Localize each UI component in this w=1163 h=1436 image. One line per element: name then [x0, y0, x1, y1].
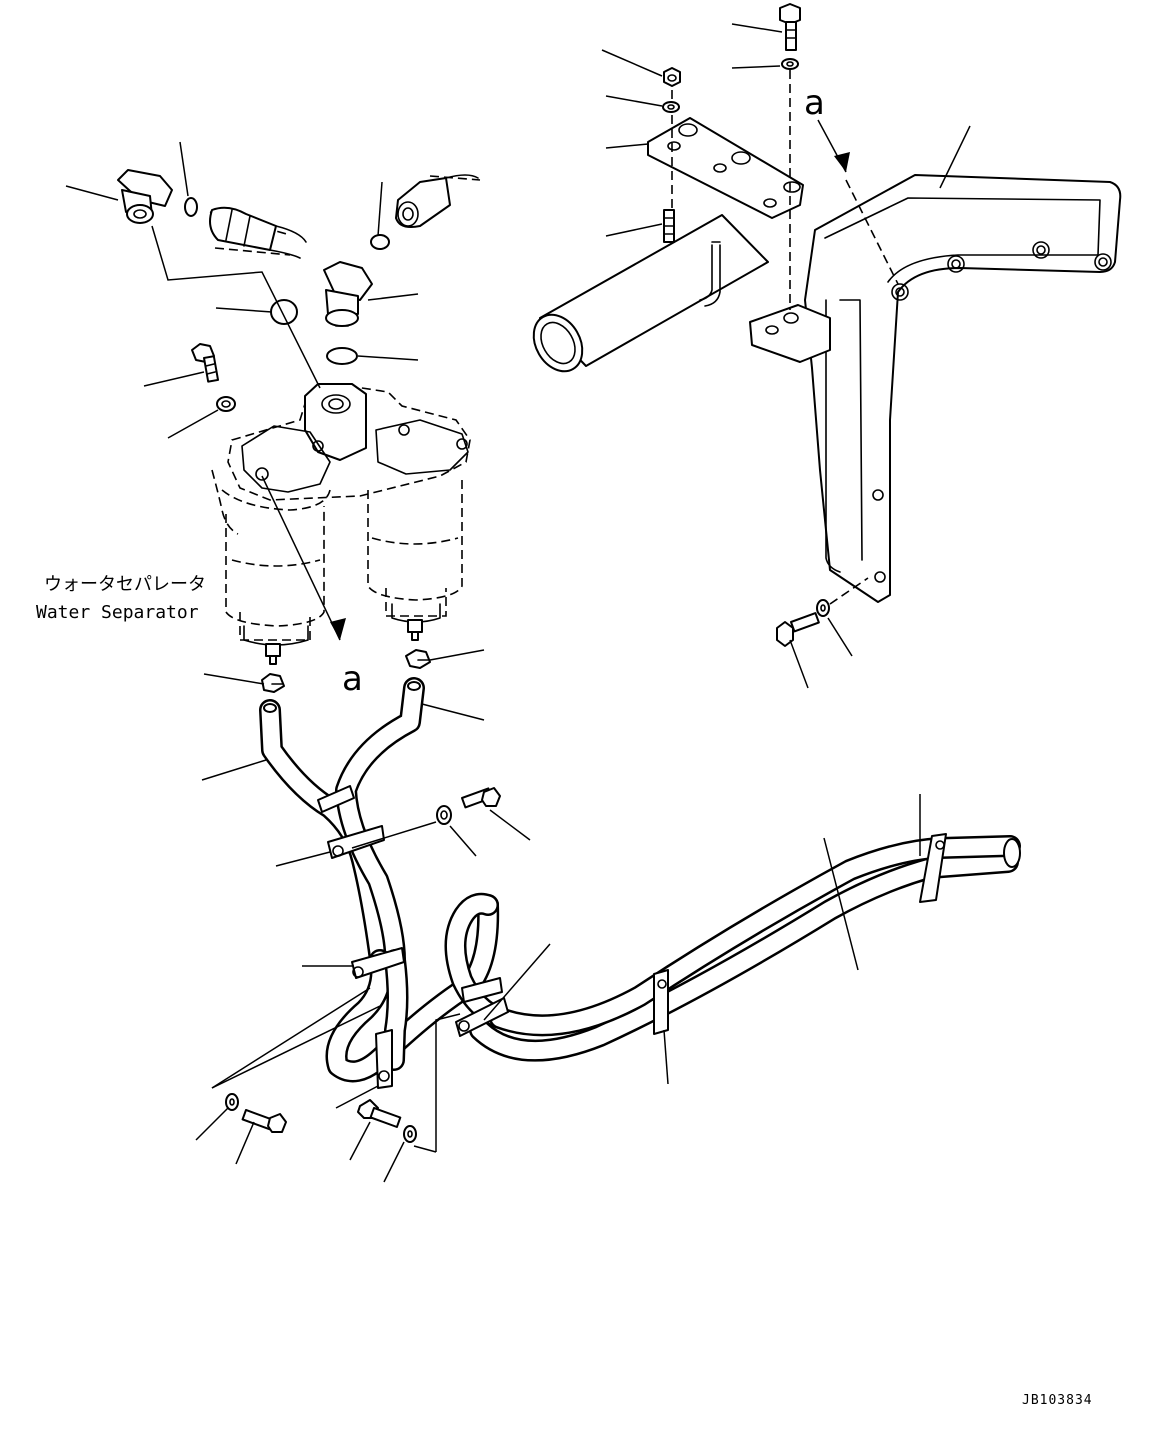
- arrow-head-a-left: [330, 618, 346, 640]
- separator-label-jp: ウォータセパレータ: [44, 574, 206, 595]
- clamp-plate: [647, 117, 804, 219]
- hose-end-right: [395, 174, 481, 228]
- bracket-hardware: [662, 3, 869, 647]
- leader-lines: [65, 23, 971, 1183]
- separator-label-en: Water Separator: [36, 602, 199, 623]
- hose-end-left: [209, 206, 307, 259]
- drawing-code: JB103834: [1022, 1393, 1093, 1408]
- elbow-fitting-right: [323, 261, 373, 327]
- bracket-nuts: [891, 241, 1112, 301]
- separator-bolt: [191, 343, 236, 412]
- o-ring-4: [326, 347, 358, 365]
- fuel-tubes: [259, 677, 1021, 1083]
- ref-mark-a-left: a: [342, 659, 363, 699]
- o-ring-1: [184, 197, 198, 217]
- o-ring-2: [370, 234, 390, 250]
- ref-mark-a-right: a: [804, 83, 825, 123]
- arrow-head-a-right: [834, 152, 850, 172]
- water-separator: [211, 383, 471, 665]
- drain-valve-right: [405, 649, 431, 669]
- mounting-bracket: [749, 174, 1122, 603]
- elbow-fitting-left: [117, 169, 173, 224]
- drain-valve-left: [261, 673, 285, 693]
- loose-hardware: [225, 787, 501, 1143]
- o-ring-3: [270, 299, 298, 325]
- pipe-stub: [532, 214, 769, 373]
